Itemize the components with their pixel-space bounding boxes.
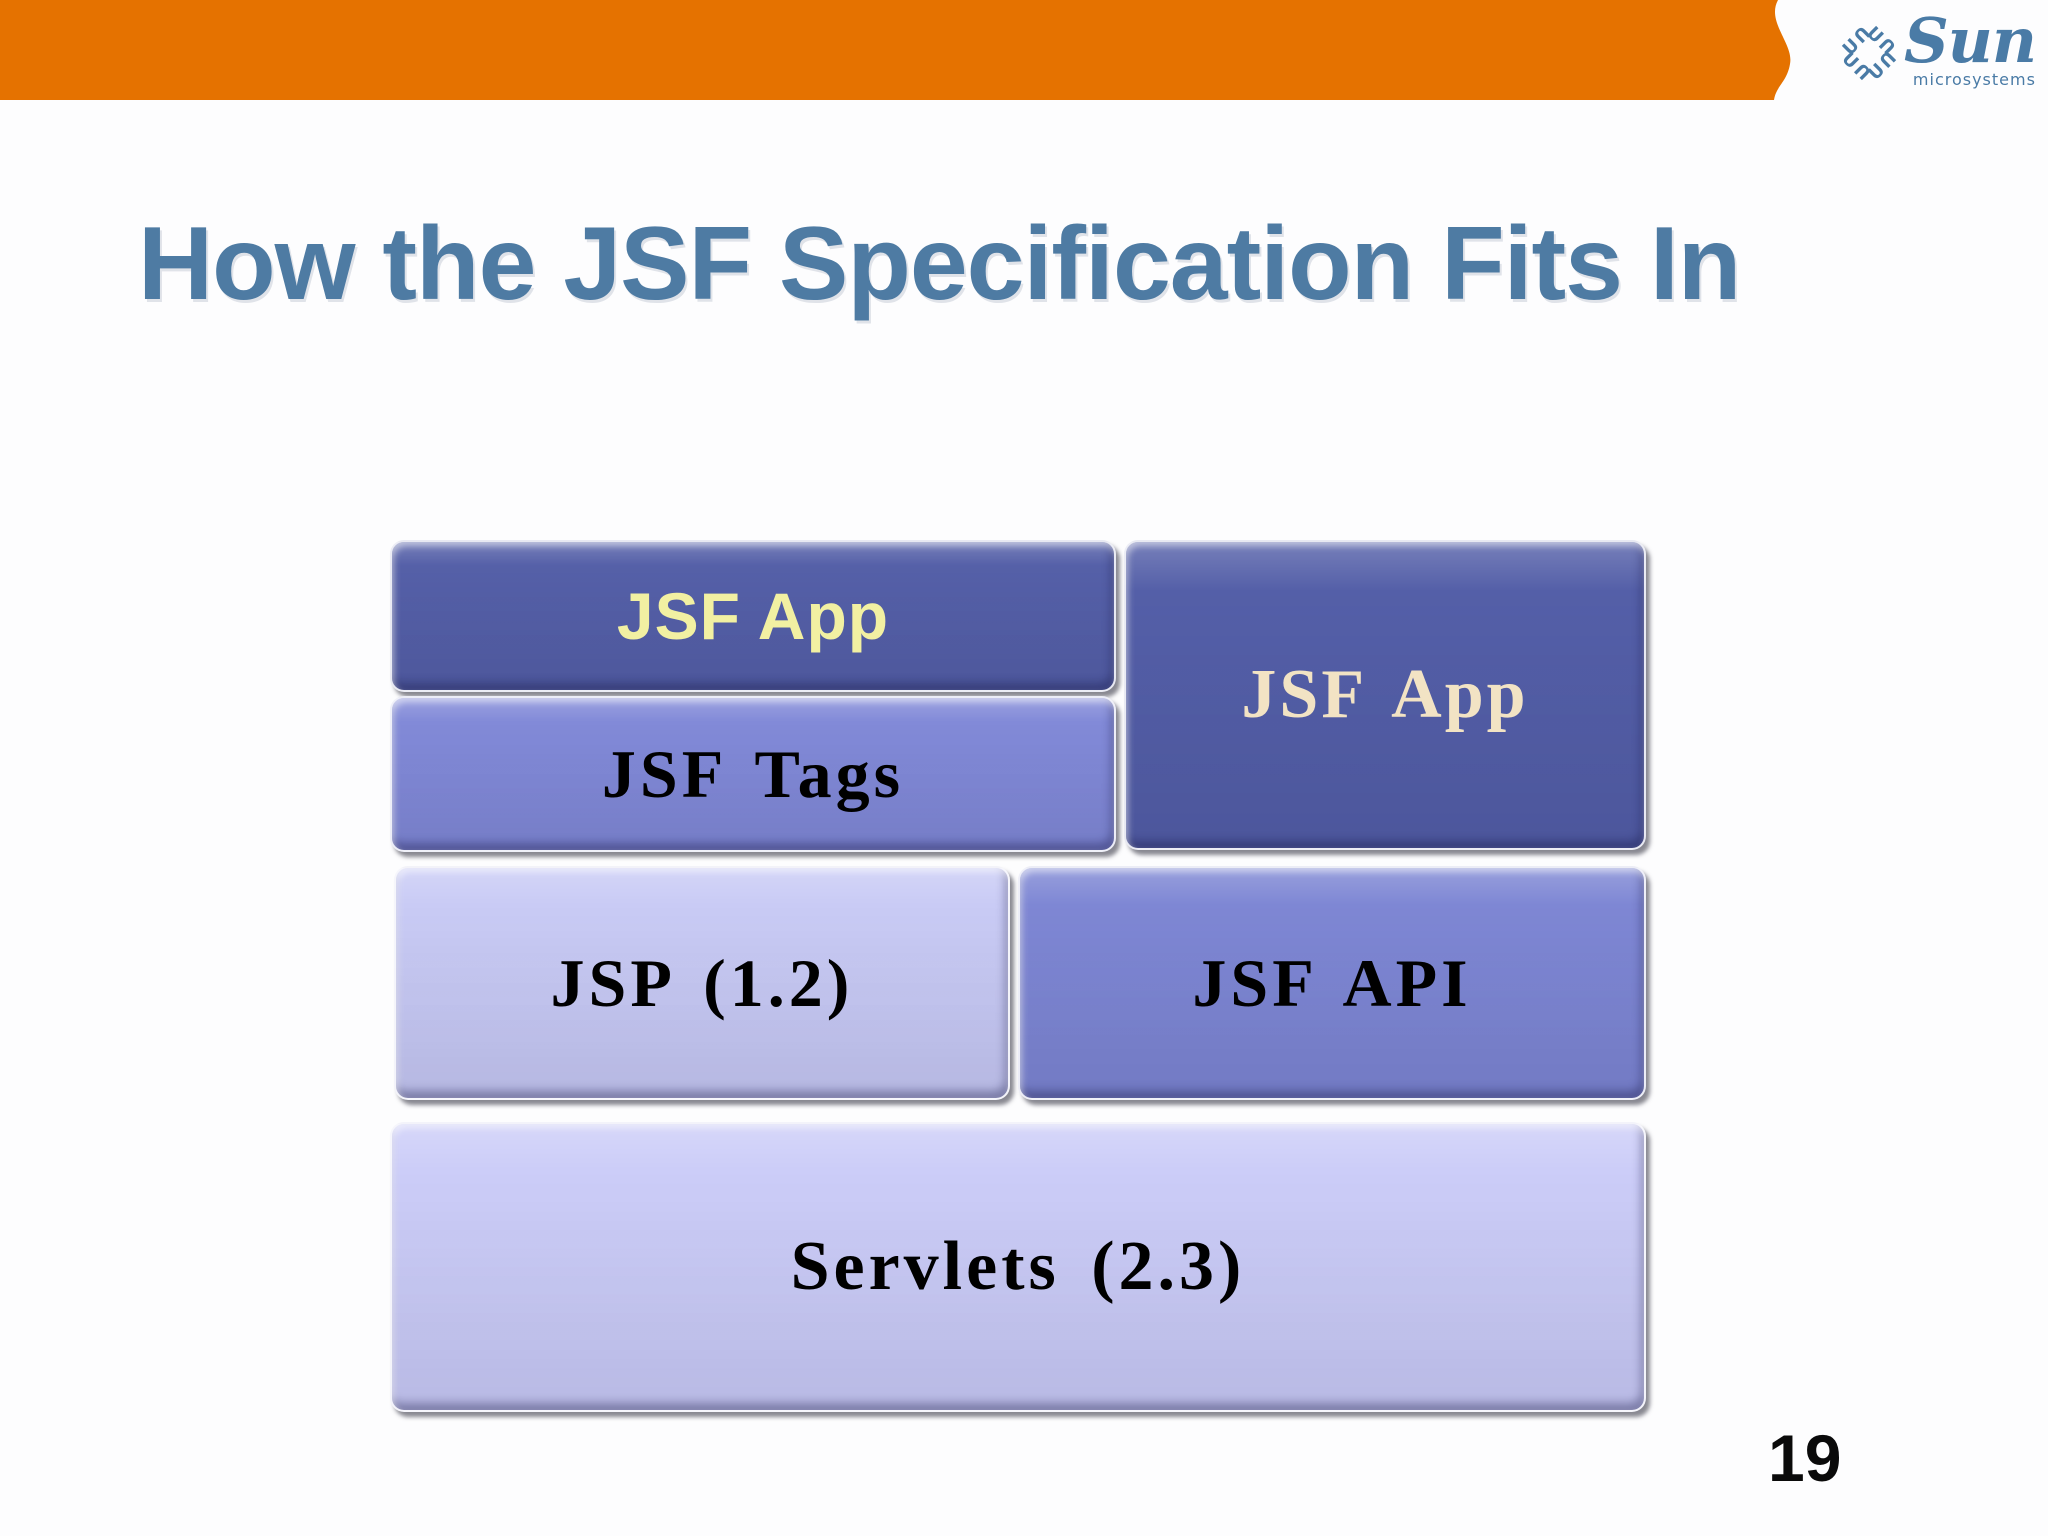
- page-title: How the JSF Specification Fits In: [138, 206, 1741, 322]
- box-jsf-app-left: JSF App: [390, 540, 1116, 692]
- page-number: 19: [1768, 1421, 1842, 1495]
- box-jsf-app-left-label: JSF App: [616, 579, 890, 653]
- box-servlets-label: Servlets (2.3): [790, 1228, 1246, 1305]
- header-bar-shape: [0, 0, 1791, 100]
- sun-logo-text: Sun microsystems: [1904, 4, 2037, 89]
- sun-diamond-icon: UU UU UU UU: [1837, 21, 1900, 84]
- sun-brand-text: Sun: [1904, 4, 2037, 77]
- box-jsf-tags: JSF Tags: [390, 696, 1116, 852]
- box-servlets: Servlets (2.3): [390, 1122, 1646, 1412]
- box-jsf-app-right: JSF App: [1124, 540, 1646, 850]
- box-jsp-label: JSP (1.2): [550, 944, 854, 1021]
- box-jsf-tags-label: JSF Tags: [601, 735, 905, 812]
- header-bar: [0, 0, 1791, 100]
- sun-subtitle-text: microsystems: [1912, 70, 2036, 89]
- box-jsf-api-label: JSF API: [1192, 944, 1472, 1021]
- box-jsf-api: JSF API: [1018, 866, 1646, 1100]
- box-jsf-app-right-label: JSF App: [1241, 656, 1529, 733]
- box-jsp: JSP (1.2): [394, 866, 1010, 1100]
